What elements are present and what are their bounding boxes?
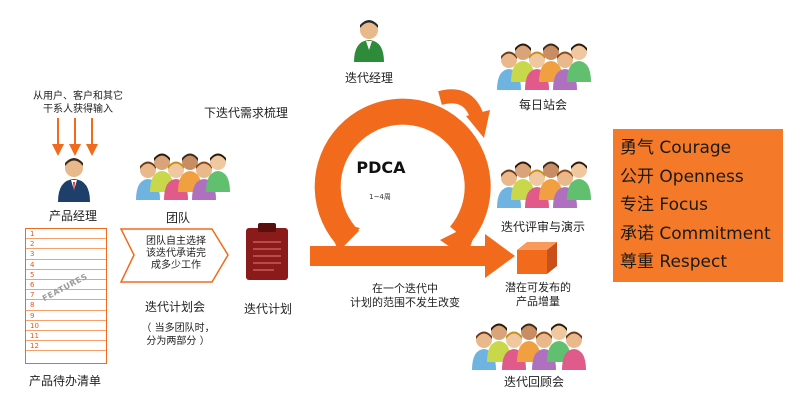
product-owner-person-icon (58, 158, 90, 202)
input-source-line1: 从用户、客户和其它 (33, 91, 123, 102)
sprint-plan-label: 迭代计划 (243, 302, 292, 316)
person-figure (562, 331, 586, 370)
backlog-row: 4 (26, 260, 106, 270)
retrospective-label: 迭代回顾会 (503, 375, 564, 389)
product-increment-box-icon (517, 242, 557, 274)
planning-note-line1: （ 当多团队时， (141, 323, 215, 334)
scrum-values-panel: 勇气 Courage 公开 Openness 专注 Focus 承诺 Commitme… (613, 129, 783, 282)
product-owner-label: 产品经理 (48, 209, 97, 223)
daily-standup-label: 每日站会 (518, 98, 567, 112)
sprint-note-line1: 在一个迭代中 (372, 282, 438, 295)
product-increment-label: 潜在可发布的 产品增量 (488, 281, 588, 309)
backlog-row: 1 (26, 229, 106, 240)
sprint-note-line2: 计划的范围不发生改变 (350, 296, 460, 309)
planning-box-line1: 团队自主选择 (146, 236, 206, 247)
backlog-row: 9 (26, 311, 106, 321)
input-source-line2: 干系人获得输入 (43, 104, 113, 115)
scrum-master-person-icon (354, 20, 384, 62)
backlog-row: 11 (26, 331, 106, 342)
retrospective-people-icon (472, 323, 586, 370)
person-figure (553, 51, 577, 90)
backlog-row: 10 (26, 321, 106, 331)
planning-meeting-label: 迭代计划会 (144, 300, 205, 314)
input-arrows (52, 118, 98, 156)
person-figure (567, 43, 591, 82)
backlog-row: 5 (26, 270, 106, 280)
planning-box-text: 团队自主选择 该迭代承诺完 成多少工作 (136, 236, 216, 272)
scrum-value-item: 尊重 Respect (620, 252, 728, 272)
pdca-duration: 1~4周 (369, 193, 391, 201)
team-people-icon (136, 153, 230, 200)
review-label: 迭代评审与演示 (500, 220, 585, 234)
person-figure (206, 153, 230, 192)
planning-note: （ 当多团队时， 分为两部分 ） (128, 322, 228, 348)
backlog-row: 12 (26, 341, 106, 352)
scrum-master-label: 迭代经理 (344, 71, 393, 85)
planning-note-line2: 分为两部分 ） (146, 336, 210, 347)
backlog-row: 8 (26, 300, 106, 311)
pdca-title: PDCA (356, 158, 406, 177)
product-increment-line2: 产品增量 (516, 295, 560, 308)
product-increment-line1: 潜在可发布的 (505, 281, 571, 294)
input-source-text: 从用户、客户和其它 干系人获得输入 (28, 90, 128, 116)
daily-standup-people-icon (497, 43, 591, 90)
review-people-icon (497, 161, 591, 208)
person-figure (567, 161, 591, 200)
backlog-row: 3 (26, 249, 106, 260)
sprint-note: 在一个迭代中 计划的范围不发生改变 (330, 282, 480, 310)
backlog-row: 2 (26, 239, 106, 250)
scrum-value-item: 勇气 Courage (620, 138, 732, 158)
scrum-value-item: 承诺 Commitment (620, 223, 771, 244)
team-label: 团队 (165, 211, 190, 225)
scrum-value-item: 公开 Openness (620, 166, 744, 187)
scrum-value-item: 专注 Focus (620, 195, 708, 215)
backlog-row: 7 (26, 290, 106, 301)
person-figure (511, 161, 535, 200)
grooming-label: 下迭代需求梳理 (204, 106, 289, 120)
backlog-row: 6 (26, 280, 106, 291)
planning-box-line3: 成多少工作 (151, 260, 201, 271)
pdca-cycle-graphic (310, 89, 515, 278)
planning-chevron-box (119, 228, 229, 283)
product-backlog-label: 产品待办清单 (28, 374, 101, 388)
planning-box-line2: 该迭代承诺完 (146, 248, 206, 259)
clipboard-icon (246, 223, 288, 280)
